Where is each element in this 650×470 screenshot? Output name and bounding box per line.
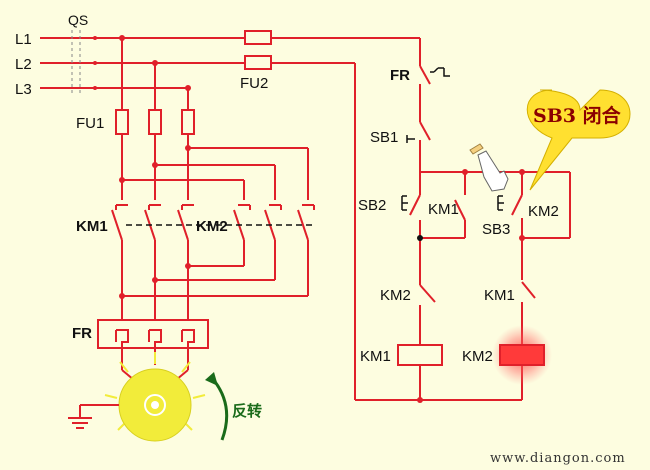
- label-l1: L1: [15, 31, 32, 48]
- callout-text: SB3 闭合: [533, 104, 622, 127]
- fu2-fuses: [244, 30, 272, 70]
- label-fu1: FU1: [76, 115, 104, 132]
- watermark: www.diangon.com: [490, 451, 626, 466]
- qs-switch: [71, 30, 97, 96]
- label-km2-nc: KM2: [380, 287, 411, 304]
- km1-coil: [397, 344, 443, 366]
- control-contacts: [401, 67, 504, 211]
- label-km1-nc: KM1: [484, 287, 515, 304]
- label-km1-main: KM1: [76, 218, 108, 235]
- junction-dots: [119, 35, 191, 299]
- label-sb3: SB3: [482, 221, 510, 238]
- label-km2-aux: KM2: [528, 203, 559, 220]
- label-sb2: SB2: [358, 197, 386, 214]
- callout-bubble: [526, 89, 631, 191]
- control-junctions: [417, 235, 423, 241]
- fu1-fuses: [115, 109, 195, 135]
- label-km2-coil: KM2: [462, 348, 493, 365]
- label-l2: L2: [15, 56, 32, 73]
- label-km1-coil: KM1: [360, 348, 391, 365]
- rotation-arrow-icon: [210, 377, 229, 441]
- label-km1-aux: KM1: [428, 201, 459, 218]
- label-fu2: FU2: [240, 75, 268, 92]
- control-junctions-red: [417, 169, 525, 403]
- arrow-head-icon: [205, 372, 218, 386]
- power-lines: [40, 37, 522, 401]
- label-qs: QS: [68, 12, 88, 28]
- hand-pointer-icon: [469, 143, 509, 192]
- main-drops: [121, 38, 189, 110]
- label-fr-main: FR: [72, 325, 92, 342]
- km2-coil: [499, 344, 545, 366]
- motor: [104, 352, 206, 442]
- label-fr-ctrl: FR: [390, 67, 410, 84]
- label-km2-main: KM2: [196, 218, 228, 235]
- motor-direction-label: 反转: [232, 402, 262, 420]
- label-l3: L3: [15, 81, 32, 98]
- label-sb1: SB1: [370, 129, 398, 146]
- ground-icon: [68, 404, 119, 429]
